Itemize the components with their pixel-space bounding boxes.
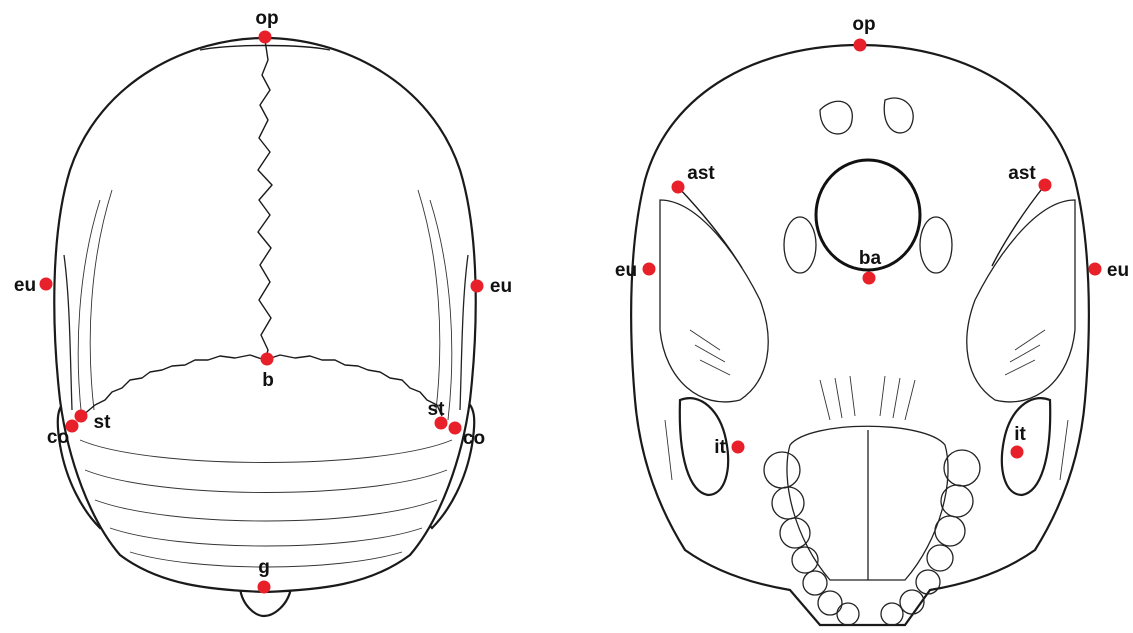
landmark-label: g	[258, 557, 270, 578]
landmark-label: st	[428, 399, 446, 420]
landmark-dot	[258, 581, 271, 594]
cranial-vault-outline	[54, 38, 475, 592]
landmark-label: eu	[615, 260, 637, 281]
landmark-dot	[732, 441, 745, 454]
landmark-dot	[672, 181, 685, 194]
landmark-label: it	[714, 437, 726, 458]
landmark-label: ast	[687, 163, 715, 184]
landmark-label: ba	[859, 248, 882, 269]
skull-superior-view	[54, 38, 475, 616]
landmark-dot	[1039, 179, 1052, 192]
landmark-eu-left: eu	[14, 275, 53, 296]
landmark-dot	[449, 422, 462, 435]
cranial-base-outline	[631, 45, 1089, 625]
landmark-label: b	[262, 370, 274, 391]
landmark-g: g	[258, 557, 271, 594]
landmark-label: op	[255, 8, 278, 29]
landmark-label: op	[852, 14, 875, 35]
landmark-dot	[471, 280, 484, 293]
landmark-dot	[1011, 446, 1024, 459]
landmark-label: co	[47, 427, 69, 448]
landmark-dot	[1089, 263, 1102, 276]
landmark-eu-inferior-right: eu	[1089, 260, 1130, 281]
landmark-b: b	[261, 353, 274, 392]
landmark-dot	[854, 39, 867, 52]
landmark-dot	[259, 31, 272, 44]
landmark-label: st	[94, 412, 112, 433]
landmark-dot	[40, 278, 53, 291]
landmark-label: eu	[14, 275, 36, 296]
landmark-label: eu	[490, 276, 512, 297]
landmark-label: ast	[1008, 163, 1036, 184]
landmark-label: co	[463, 428, 485, 449]
landmark-dot	[75, 410, 88, 423]
skull-inferior-view	[631, 45, 1089, 625]
landmark-dot	[643, 263, 656, 276]
landmark-dot	[261, 353, 274, 366]
landmark-label: it	[1014, 424, 1026, 445]
landmark-label: eu	[1107, 260, 1129, 281]
landmark-dot	[863, 272, 876, 285]
